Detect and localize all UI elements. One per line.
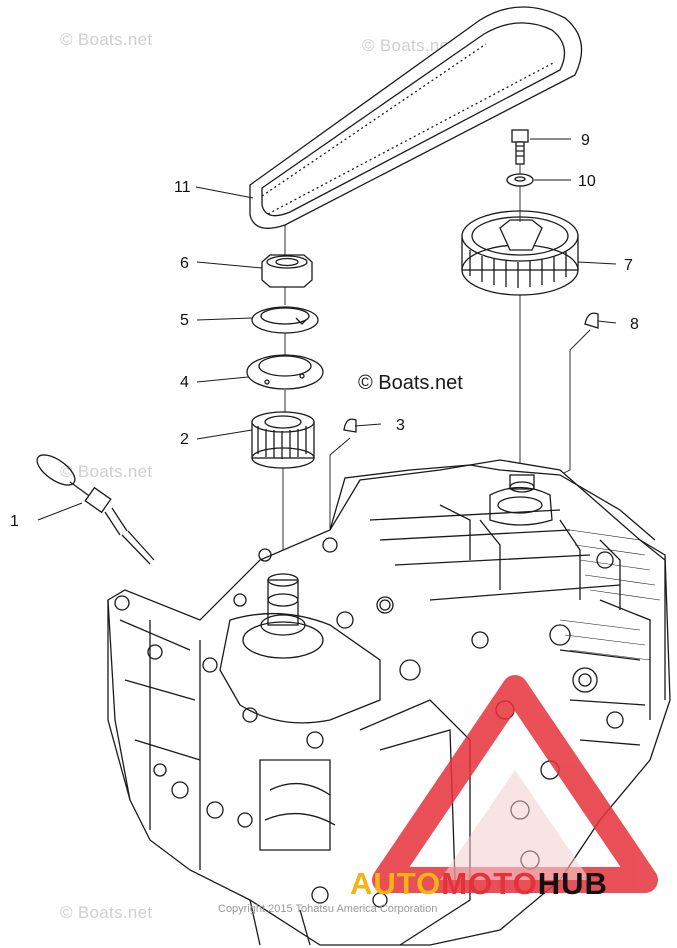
callout-2: 2: [180, 431, 189, 448]
timing-belt-part-11[interactable]: [249, 6, 583, 229]
leader-lines: [37, 138, 617, 521]
watermark-mid-left: © Boats.net: [60, 462, 153, 481]
brand-part-hub: HUB: [537, 866, 608, 901]
callout-8: 8: [630, 316, 639, 333]
callout-6: 6: [180, 255, 189, 272]
watermark-bottom-left: © Boats.net: [60, 903, 153, 922]
watermark-top-right: © Boats.net: [362, 36, 455, 55]
brand-triangle-logo: [372, 675, 658, 893]
callout-11: 11: [174, 179, 191, 196]
lock-washer-part-5[interactable]: [251, 306, 319, 334]
sprocket-part-2[interactable]: [251, 411, 315, 469]
guide-plate-part-4[interactable]: [246, 354, 324, 390]
bolt-part-9[interactable]: [511, 129, 529, 165]
callout-9: 9: [581, 132, 590, 149]
brand-part-moto: MOTO: [441, 866, 538, 901]
callout-7: 7: [624, 257, 633, 274]
camshaft-pulley-part-7[interactable]: [461, 210, 579, 296]
key-part-8[interactable]: [584, 312, 599, 329]
callout-5: 5: [180, 312, 189, 329]
callout-1: 1: [10, 513, 19, 530]
washer-part-10[interactable]: [506, 173, 534, 187]
brand-part-auto: AUTO: [350, 866, 442, 901]
copyright-text: Copyright 2015 Tohatsu America Corporati…: [218, 903, 438, 915]
overlay-watermark: © Boats.net: [358, 372, 463, 394]
dipstick-part-1[interactable]: [32, 449, 155, 565]
watermark-top-left: © Boats.net: [60, 30, 153, 49]
callout-10: 10: [578, 173, 596, 190]
callout-4: 4: [180, 374, 189, 391]
key-part-3[interactable]: [343, 418, 357, 433]
nut-part-6[interactable]: [261, 254, 313, 288]
callout-3: 3: [396, 417, 405, 434]
brand-logo-text: AUTOMOTOHUB: [350, 866, 608, 902]
